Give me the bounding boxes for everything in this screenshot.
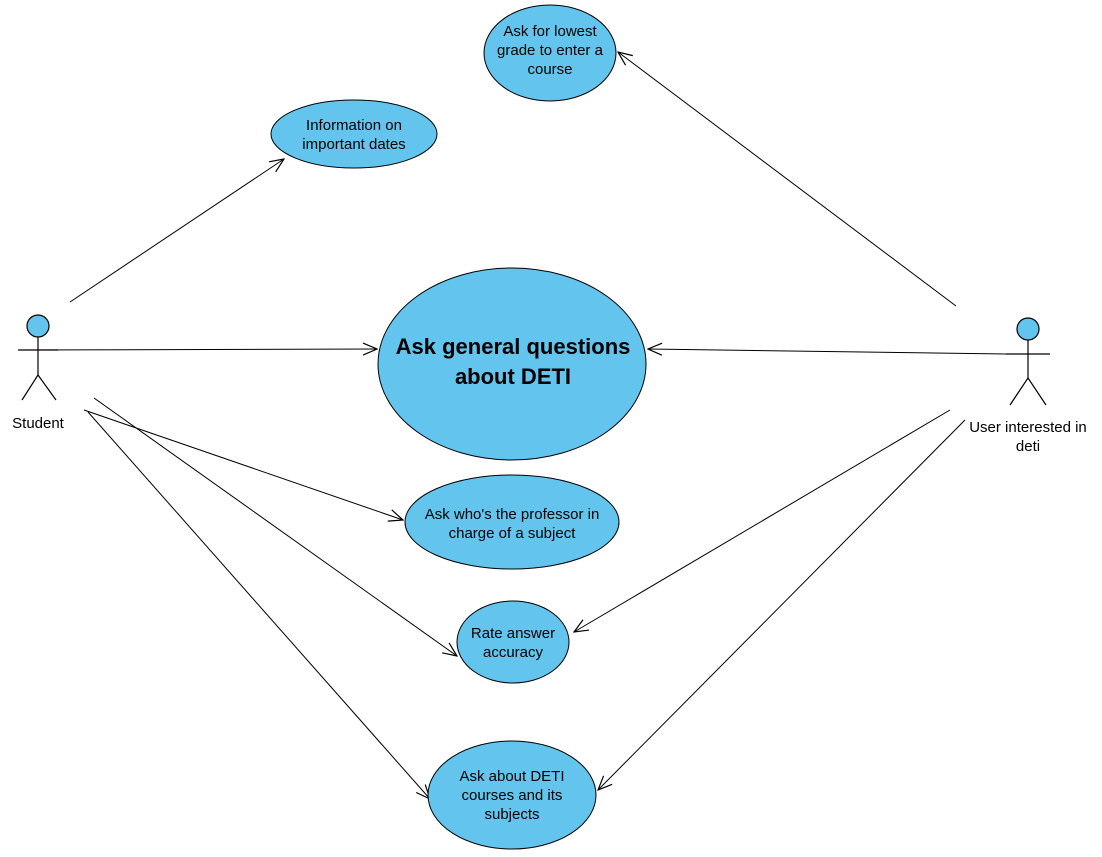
assoc-student-important-dates: [69, 159, 284, 303]
assoc-student-general-questions: [17, 349, 377, 350]
use-case-professor[interactable]: [404, 474, 620, 570]
assoc-user-courses: [598, 419, 966, 790]
use-case-general-questions-label: Ask general questions about DETI: [395, 334, 631, 389]
use-case-lowest-grade-label: Ask for lowest grade to enter a course: [497, 23, 603, 79]
assoc-student-courses: [87, 411, 430, 799]
assoc-student-professor: [83, 409, 403, 520]
actor-student[interactable]: [18, 314, 58, 401]
actor-student-label: Student: [12, 415, 64, 432]
use-case-professor-label: Ask who's the professor in charge of a s…: [424, 506, 600, 543]
actor-student-left-leg: [21, 374, 39, 401]
use-case-courses[interactable]: [427, 740, 597, 850]
use-case-courses-label: Ask about DETI courses and its subjects: [459, 768, 565, 824]
use-case-lowest-grade[interactable]: [483, 4, 617, 102]
use-case-general-questions[interactable]: [377, 267, 647, 461]
associations: [17, 52, 1007, 799]
assoc-student-rate-accuracy: [93, 397, 457, 656]
actor-user-label: User interested in deti: [969, 419, 1087, 456]
use-case-rate-accuracy-label: Rate answer accuracy: [470, 625, 556, 662]
actor-user-left-leg: [1009, 377, 1029, 406]
actor-user[interactable]: [1006, 317, 1050, 406]
actor-student-head: [26, 314, 50, 338]
use-case-rate-accuracy[interactable]: [456, 600, 570, 684]
use-cases: [270, 4, 647, 850]
use-case-important-dates-label: Information on important dates: [302, 117, 406, 154]
actor-user-right-leg: [1027, 377, 1047, 406]
use-case-important-dates[interactable]: [270, 99, 438, 169]
assoc-user-general-questions: [648, 349, 1007, 354]
actor-user-head: [1016, 317, 1040, 341]
assoc-user-rate-accuracy: [574, 409, 951, 632]
assoc-user-lowest-grade: [618, 52, 957, 307]
actor-student-right-leg: [37, 374, 57, 401]
